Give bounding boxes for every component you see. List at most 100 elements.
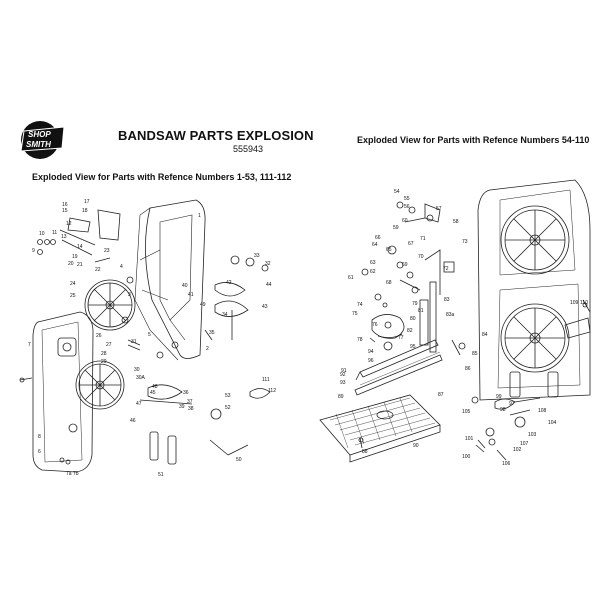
callout-40: 40	[182, 283, 188, 289]
callout-108: 108	[538, 408, 547, 414]
callout-82: 82	[407, 328, 413, 334]
callout-22: 22	[95, 267, 101, 273]
callout-102: 102	[513, 447, 522, 453]
callouts-left: 1 2 3 4 5 6 7 8 9 10 11 12 13 14 15 16 1…	[28, 199, 276, 478]
right-blade-guard	[419, 249, 455, 353]
left-lower-wheel	[75, 360, 125, 410]
logo-line-2: SMITH	[26, 140, 51, 149]
callout-81: 81	[418, 308, 424, 314]
callout-110: 110	[580, 300, 588, 306]
callout-5: 5	[148, 332, 151, 338]
callout-43: 43	[262, 304, 268, 310]
right-small-parts	[355, 201, 591, 461]
callout-86: 86	[465, 366, 471, 372]
callout-2: 2	[206, 346, 209, 352]
callout-69: 69	[402, 262, 408, 268]
callout-66: 66	[375, 235, 381, 241]
callout-85: 85	[472, 351, 478, 357]
callout-64: 64	[372, 242, 378, 248]
callout-59: 59	[393, 225, 399, 231]
callout-50: 50	[236, 457, 242, 463]
callout-56: 56	[404, 204, 410, 210]
callout-42: 42	[226, 280, 232, 286]
callout-7b: 7b	[73, 471, 79, 477]
callout-103: 103	[528, 432, 537, 438]
callout-18: 18	[82, 208, 88, 214]
callout-91: 91	[341, 368, 347, 374]
callout-13: 13	[61, 234, 67, 240]
callout-83: 83	[444, 297, 450, 303]
right-frame-casting	[477, 179, 591, 401]
callout-74: 74	[357, 302, 363, 308]
callout-1: 1	[198, 213, 201, 219]
callout-83a: 83a	[446, 312, 455, 318]
callout-32: 32	[265, 261, 271, 267]
callout-94: 94	[368, 349, 374, 355]
callout-60: 60	[402, 218, 408, 224]
callout-45: 45	[150, 390, 156, 396]
callout-54: 54	[394, 189, 400, 195]
callout-24: 24	[70, 281, 76, 287]
callout-98: 98	[500, 407, 506, 413]
callout-7: 7	[28, 342, 31, 348]
callout-62: 62	[370, 269, 376, 275]
callout-95: 95	[410, 344, 416, 350]
callout-99: 99	[496, 394, 502, 400]
right-support-tubes	[509, 317, 591, 398]
callout-36: 36	[183, 390, 189, 396]
callout-78: 78	[357, 337, 363, 343]
callout-70: 70	[418, 254, 424, 260]
callout-9: 9	[32, 248, 35, 254]
page-title: BANDSAW PARTS EXPLOSION	[118, 128, 314, 143]
callout-73: 73	[462, 239, 468, 245]
callout-87: 87	[438, 392, 444, 398]
callout-79: 79	[412, 301, 418, 307]
callout-17: 17	[84, 199, 90, 205]
right-fence-rail	[354, 339, 443, 396]
callouts-right: 54 55 56 57 58 59 60 61 62 63 64 65 66 6…	[338, 189, 588, 467]
callout-100: 100	[462, 454, 471, 460]
left-upper-wheel	[84, 279, 136, 331]
callout-90: 90	[413, 443, 419, 449]
logo-line-1: SHOP	[28, 130, 51, 139]
callout-52: 52	[225, 405, 231, 411]
callout-8: 8	[38, 434, 41, 440]
callout-38: 38	[188, 406, 194, 412]
callout-49: 49	[200, 302, 206, 308]
left-panel-subtitle: Exploded View for Parts with Refence Num…	[32, 172, 292, 182]
callout-61: 61	[348, 275, 354, 281]
callout-71: 71	[420, 236, 426, 242]
callout-51: 51	[158, 472, 164, 478]
callout-53: 53	[225, 393, 231, 399]
callout-68: 68	[386, 280, 392, 286]
left-door-cover	[32, 311, 94, 473]
callout-57: 57	[436, 206, 442, 212]
callout-41: 41	[188, 292, 194, 298]
callout-25: 25	[70, 293, 76, 299]
callout-27: 27	[106, 342, 112, 348]
callout-65: 65	[386, 247, 392, 253]
callout-19: 19	[72, 254, 78, 260]
left-upper-guard	[59, 209, 121, 256]
callout-31: 31	[131, 339, 137, 345]
callout-104: 104	[548, 420, 557, 426]
callout-7a: 7a	[66, 471, 72, 477]
part-number: 555943	[233, 144, 264, 154]
callout-101: 101	[465, 436, 474, 442]
callout-16: 16	[62, 202, 68, 208]
right-upper-wheel	[500, 205, 570, 275]
callout-28: 28	[101, 351, 107, 357]
callout-39: 39	[179, 404, 185, 410]
callout-112: 112	[268, 388, 276, 394]
callout-92: 92	[340, 372, 346, 378]
callout-77: 77	[398, 335, 404, 341]
callout-93: 93	[340, 380, 346, 386]
callout-15: 15	[62, 208, 68, 214]
callout-55: 55	[404, 196, 410, 202]
callout-89: 89	[338, 394, 344, 400]
right-saw-table	[319, 394, 441, 463]
callout-88: 88	[362, 449, 368, 455]
callout-46: 46	[130, 418, 136, 424]
callout-34: 34	[222, 312, 228, 318]
